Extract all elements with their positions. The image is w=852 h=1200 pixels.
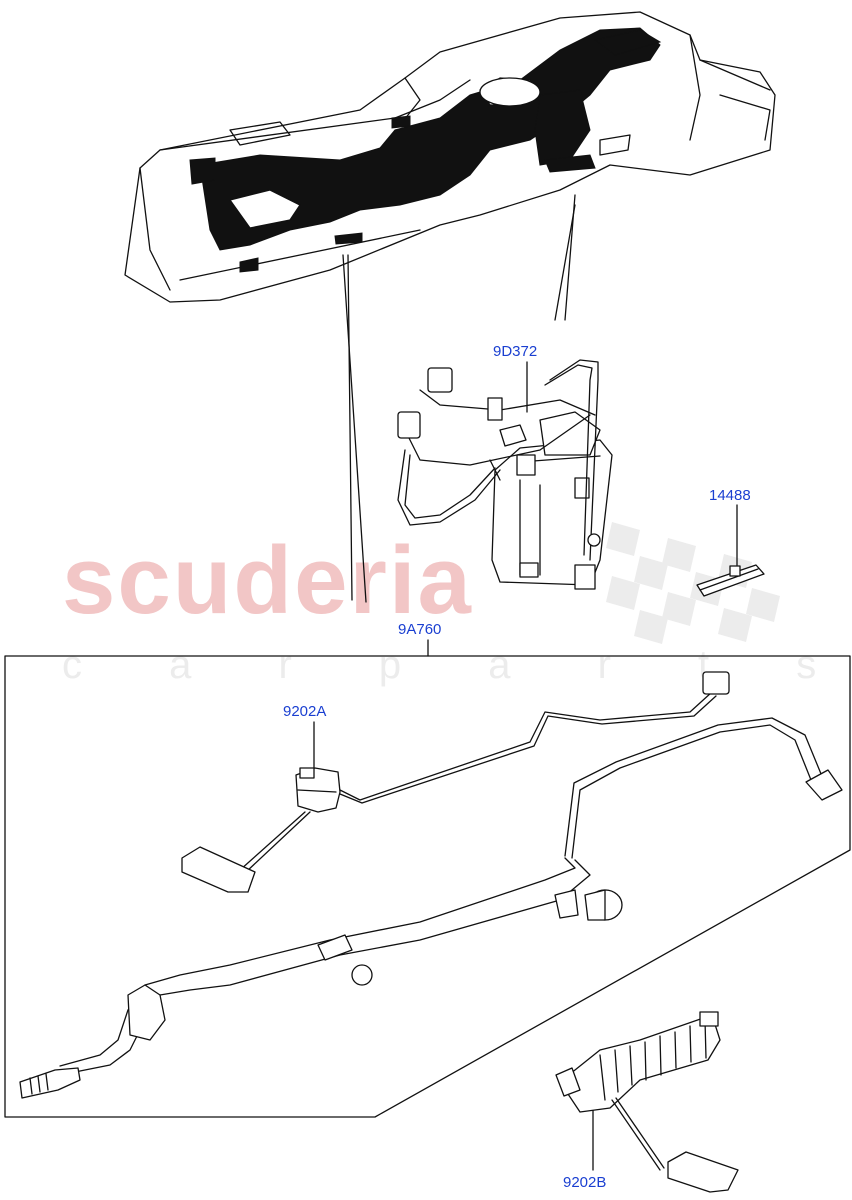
callout-9202b: 9202B xyxy=(563,1174,606,1191)
fuel-pump-module xyxy=(397,359,613,590)
level-sender-b xyxy=(555,1011,739,1193)
clip-part xyxy=(696,564,765,597)
callout-labels: 9D372 14488 9A760 9202A 9202B xyxy=(283,343,751,1191)
leader-lines xyxy=(313,194,738,1171)
watermark-brand: scuderia xyxy=(62,527,473,634)
watermark-tagline: c a r p a r t s xyxy=(62,643,852,687)
callout-9202a: 9202A xyxy=(283,703,326,720)
watermark: scuderia c a r p a r t s xyxy=(62,522,852,687)
harness-group-frame xyxy=(4,655,851,1118)
checkered-flag-icon xyxy=(606,522,780,644)
callout-14488: 14488 xyxy=(709,487,751,504)
callout-9a760: 9A760 xyxy=(398,621,441,638)
main-fuel-harness xyxy=(19,717,843,1099)
fuel-tank-illustration xyxy=(124,11,776,303)
callout-9d372: 9D372 xyxy=(493,343,537,360)
level-sender-a xyxy=(181,671,730,893)
